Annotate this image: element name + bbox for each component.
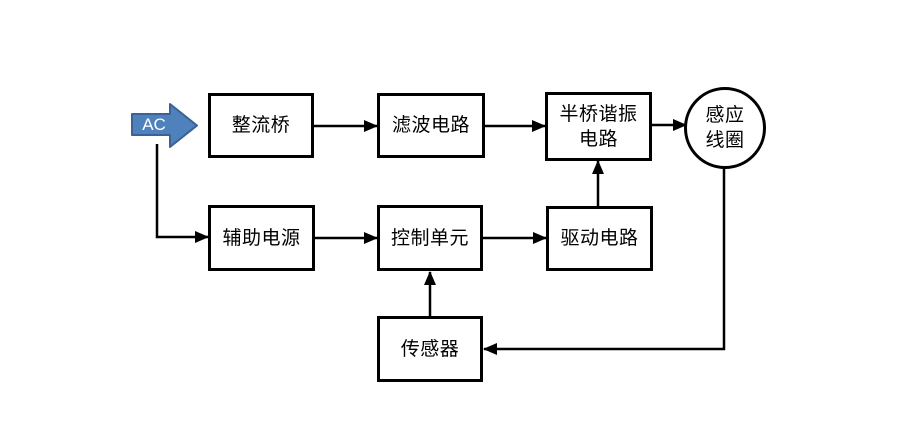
edge-ac-to-aux (155, 144, 209, 243)
node-drive-circuit: 驱动电路 (546, 206, 653, 271)
node-halfbridge-resonant-circuit: 半桥谐振 电路 (545, 92, 652, 161)
node-control-unit-label: 控制单元 (390, 227, 469, 249)
node-filter-circuit: 滤波电路 (377, 93, 485, 158)
node-sensor-label: 传感器 (400, 338, 460, 360)
node-auxiliary-power: 辅助电源 (208, 205, 315, 271)
ac-input-arrow-icon (131, 103, 198, 148)
ac-input-label: AC (133, 114, 175, 136)
node-induction-coil-label: 感应 线圈 (705, 105, 745, 151)
node-rectifier-bridge-label: 整流桥 (231, 115, 291, 136)
node-drive-circuit-label: 驱动电路 (560, 228, 639, 249)
node-filter-circuit-label: 滤波电路 (391, 115, 470, 136)
ac-input-label-text: AC (142, 115, 166, 134)
edge-coil-to-sensor (483, 168, 726, 355)
node-induction-coil: 感应 线圈 (684, 87, 766, 169)
node-halfbridge-resonant-circuit-label: 半桥谐振 电路 (559, 103, 638, 150)
node-control-unit: 控制单元 (377, 205, 483, 271)
node-auxiliary-power-label: 辅助电源 (222, 227, 301, 249)
node-rectifier-bridge: 整流桥 (208, 93, 314, 158)
node-sensor: 传感器 (377, 316, 483, 382)
